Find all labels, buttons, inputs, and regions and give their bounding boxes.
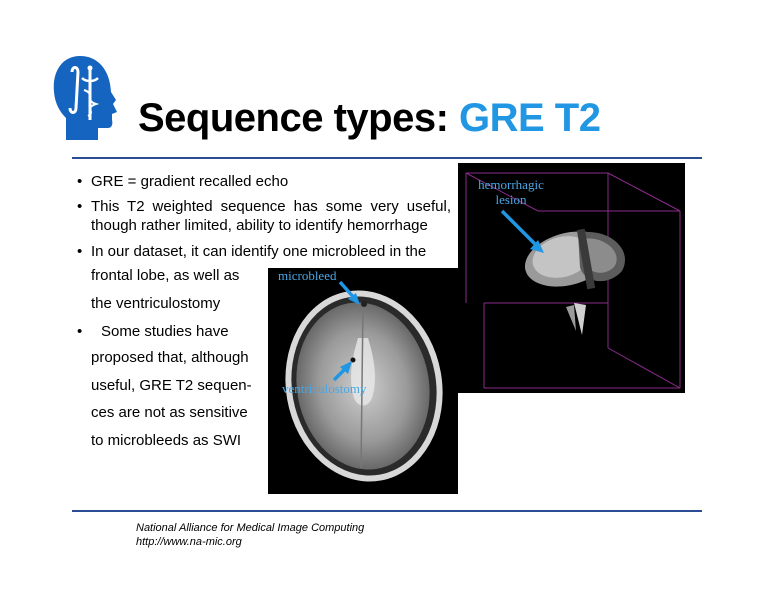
bottom-divider [72, 510, 702, 512]
continuation-line: frontal lobe, as well as [91, 267, 240, 284]
bullet-dot: • [77, 198, 83, 215]
axial-mri-image: microbleed ventriculostomy [268, 268, 458, 494]
bullet-item: • GRE = gradient recalled echo [77, 172, 289, 191]
title-accent: GRE T2 [459, 96, 601, 140]
bullet-text: In our dataset, it can identify one micr… [91, 243, 427, 260]
arrow-ventriculostomy-icon [332, 361, 352, 382]
arrow-microbleed-icon [338, 280, 360, 305]
3d-render-image: hemorrhagic lesion [458, 163, 685, 393]
arrow-hemorrhagic-lesion-icon [500, 209, 544, 253]
bullet-text: GRE = gradient recalled echo [91, 173, 289, 190]
footer-url[interactable]: http://www.na-mic.org [136, 536, 242, 548]
title-main: Sequence types: [138, 96, 460, 140]
bullet-item: • In our dataset, it can identify one mic… [77, 242, 427, 261]
page-title: Sequence types: GRE T2 [138, 96, 601, 141]
axial-brain-scan-graphic [285, 290, 443, 482]
label-microbleed: microbleed [278, 268, 337, 283]
label-line: lesion [495, 192, 527, 207]
bullet-dot: • [77, 173, 83, 190]
bullet-text-line: to microbleeds as SWI [91, 432, 242, 449]
bullet-text: This T2 weighted sequence has some very … [91, 198, 451, 234]
3d-brain-render-graphic [465, 172, 681, 389]
label-hemorrhagic-lesion: hemorrhagic lesion [466, 177, 556, 207]
bullet-text-line: useful, GRE T2 sequen- [91, 377, 252, 394]
bullet-dot: • [77, 323, 83, 340]
bullet-dot: • [77, 243, 83, 260]
footer-org: National Alliance for Medical Image Comp… [136, 522, 365, 534]
top-divider [72, 157, 702, 159]
bullet-item: • Some studies have [77, 322, 229, 341]
label-ventriculostomy: ventriculostomy [282, 381, 367, 396]
bullet-text: Some studies have [101, 323, 229, 340]
continuation-line: the ventriculostomy [91, 295, 221, 312]
bullet-text-line: proposed that, although [91, 349, 249, 366]
na-mic-head-logo-icon [53, 56, 117, 140]
bullet-text-line: ces are not as sensitive [91, 404, 248, 421]
label-line: hemorrhagic [478, 177, 544, 192]
bullet-item: • This T2 weighted sequence has some very… [77, 197, 451, 235]
